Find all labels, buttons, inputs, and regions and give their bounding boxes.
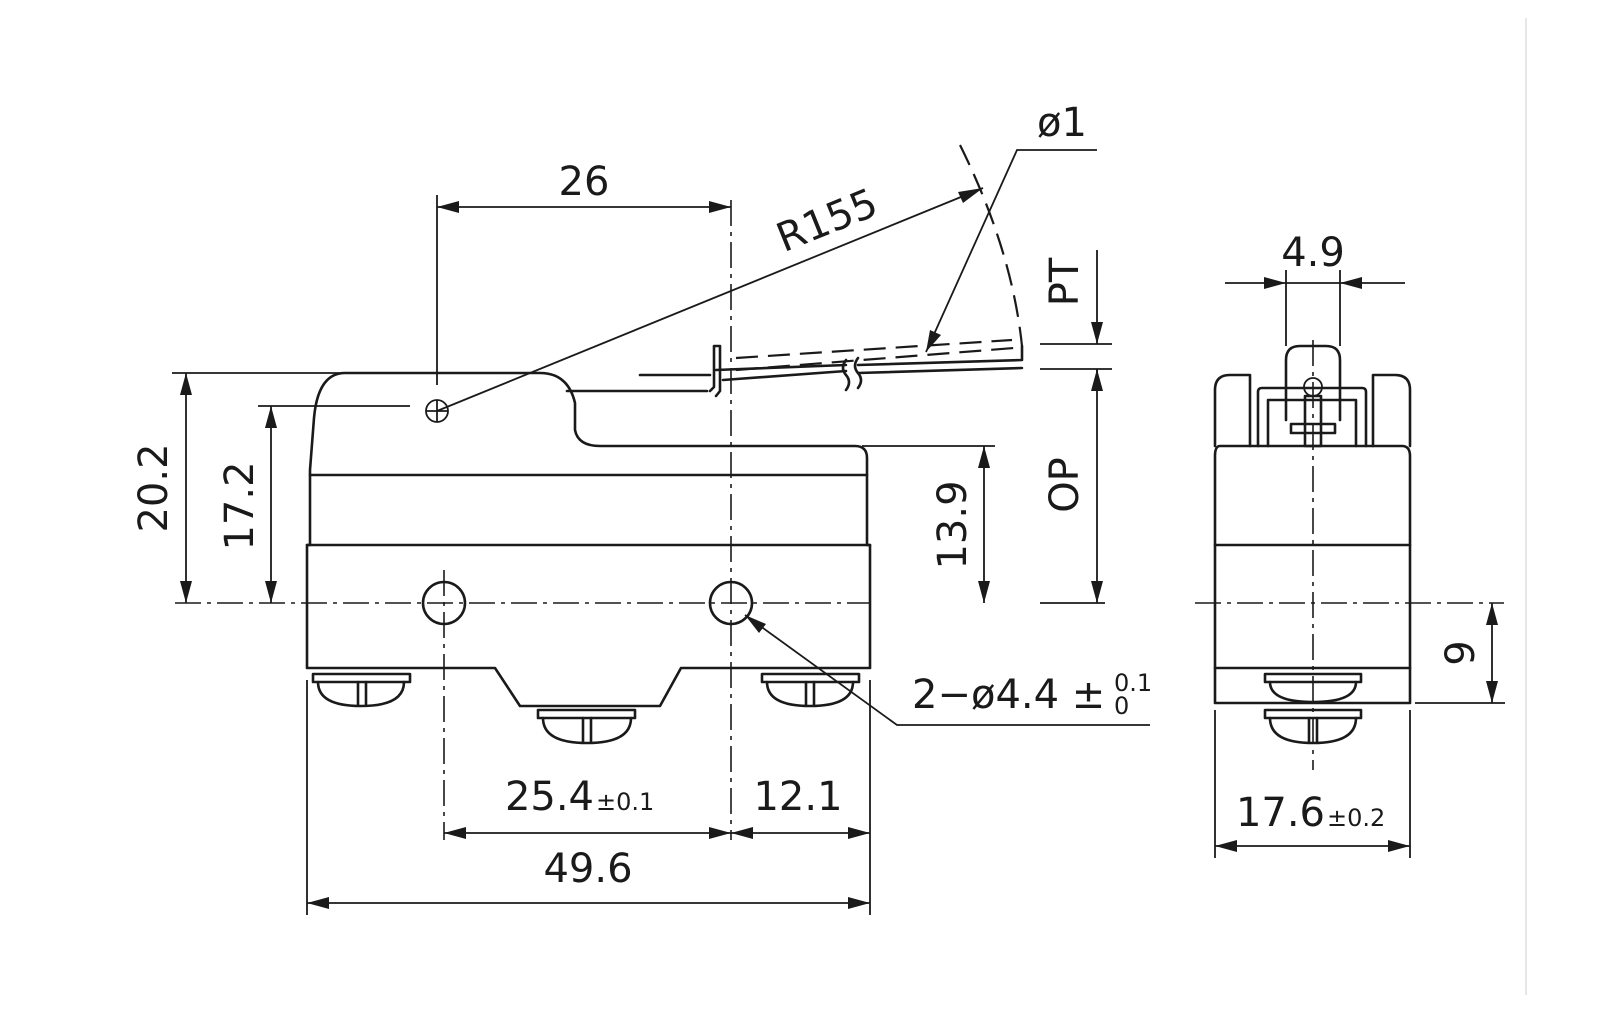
side-body-outline	[1213, 444, 1412, 705]
dim-12-1-arrow-left	[731, 827, 753, 839]
dim-pt-arrow	[1091, 322, 1103, 344]
dim-op-arrow-bottom	[1091, 581, 1103, 603]
dim-26-arrow-right	[709, 201, 731, 213]
dim-20-2-arrow-bottom	[180, 581, 192, 603]
dim-49-6-arrow-left	[307, 897, 329, 909]
dim-25-4-tol: ±0.1	[596, 788, 654, 816]
dim-17-2-label: 17.2	[217, 461, 263, 550]
side-upper-frame	[1213, 373, 1412, 448]
front-view: 26 R155 ø1 PT OP 20.2 17.2 13.9	[131, 100, 1152, 915]
dim-13-9-label: 13.9	[930, 480, 976, 569]
dim-dia1-arrow	[926, 330, 941, 352]
dim-17-6-label: 17.6	[1236, 790, 1325, 836]
dim-holes-arrow	[745, 615, 766, 633]
front-body-outline	[305, 371, 872, 708]
lever-tip	[856, 344, 1024, 375]
dim-20-2-arrow-top	[180, 373, 192, 395]
side-actuator-inner	[1266, 398, 1358, 448]
dim-25-4-arrow-left	[444, 827, 466, 839]
dim-r155-label: R155	[770, 180, 884, 262]
dim-9-label: 9	[1438, 640, 1484, 665]
dim-49-6-arrow-right	[848, 897, 870, 909]
lever-free-position-arc	[959, 144, 1024, 347]
dim-9-arrow-top	[1486, 603, 1498, 625]
terminal-screw-left	[311, 672, 412, 708]
dim-25-4-arrow-right	[709, 827, 731, 839]
dim-dia1-label: ø1	[1037, 100, 1087, 146]
dim-26-arrow-left	[437, 201, 459, 213]
dim-holes-label: 2−ø4.4 ±	[912, 672, 1105, 718]
lever-travel-ghost-2	[735, 346, 1015, 372]
terminal-screw-center	[536, 708, 637, 745]
terminal-screw-right	[760, 672, 861, 708]
dim-13-9-arrow-top	[978, 446, 990, 468]
side-actuator-housing	[1256, 386, 1368, 448]
dim-13-9-arrow-bottom	[978, 581, 990, 603]
dim-25-4-label: 25.4	[505, 774, 594, 820]
dim-17-2-arrow-bottom	[265, 581, 277, 603]
dim-holes-tol-upper: 0.1	[1114, 669, 1152, 697]
dim-9-arrow-bottom	[1486, 681, 1498, 703]
dim-op-label: OP	[1042, 457, 1088, 513]
dim-r155-arrow	[958, 188, 983, 203]
dim-4-9-arrow-left	[1264, 277, 1286, 289]
dim-12-1-label: 12.1	[753, 774, 842, 820]
dim-pt-label: PT	[1042, 257, 1088, 306]
dim-17-2-arrow-top	[265, 406, 277, 428]
dim-holes-leader	[744, 614, 1150, 726]
lever-hook	[708, 344, 722, 398]
dim-17-6-arrow-right	[1388, 840, 1410, 852]
dim-holes-tol-lower: 0	[1114, 692, 1129, 720]
dim-26-label: 26	[559, 159, 610, 205]
dim-49-6-label: 49.6	[543, 846, 632, 892]
side-view: 4.9 9 17.6 ±0.2	[1195, 230, 1505, 858]
dim-17-6-tol: ±0.2	[1327, 804, 1385, 832]
dim-12-1-arrow-right	[848, 827, 870, 839]
dim-20-2-label: 20.2	[131, 443, 177, 532]
dim-4-9-arrow-right	[1340, 277, 1362, 289]
lever-travel-ghost-1	[735, 338, 1013, 360]
dim-r155-line	[436, 187, 984, 412]
dim-dia1-leader	[925, 149, 1097, 353]
dim-17-6-arrow-left	[1215, 840, 1237, 852]
dim-4-9-label: 4.9	[1281, 230, 1345, 276]
